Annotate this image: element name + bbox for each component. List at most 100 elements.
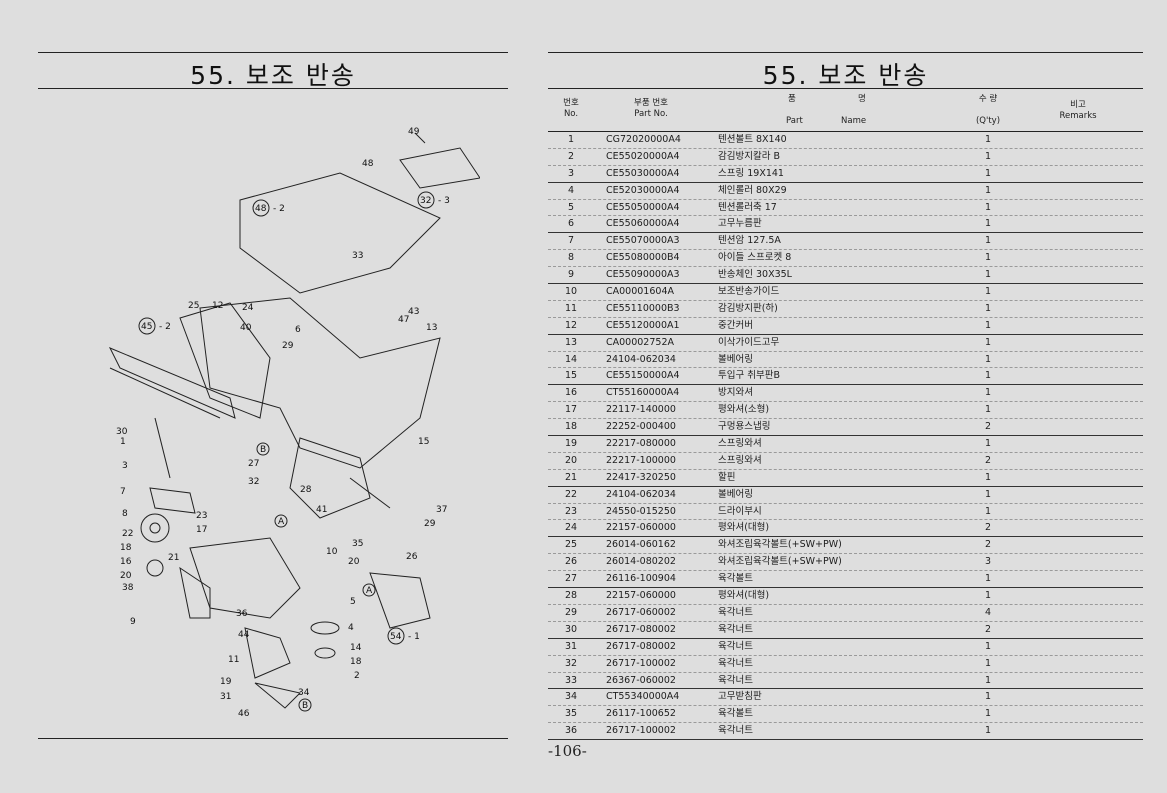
cell-part-name: 볼베어링 xyxy=(718,488,753,500)
rod-37 xyxy=(349,477,391,509)
callout-43: 43 xyxy=(408,307,419,317)
rail-edge xyxy=(109,367,221,419)
callout-5: 5 xyxy=(350,597,356,607)
cell-part-no: CE55050000A4 xyxy=(606,201,680,213)
roller-base xyxy=(314,647,336,659)
callout-24: 24 xyxy=(242,303,254,313)
cell-part-name: 스프링 19X141 xyxy=(718,167,784,179)
callout-dash-2a: - 2 xyxy=(273,204,285,214)
pin-49 xyxy=(414,132,426,144)
chain-roller xyxy=(310,621,340,635)
header-part-ko: 부품 번호 xyxy=(634,98,668,108)
cell-no: 17 xyxy=(564,404,578,416)
top-cover xyxy=(239,172,441,294)
cell-part-name: 육각너트 xyxy=(718,623,753,635)
cell-part-name: 반송체인 30X35L xyxy=(718,269,792,281)
cell-part-name: 육각볼트 xyxy=(718,573,753,585)
cell-qty: 1 xyxy=(984,201,992,213)
cell-part-name: 구멍용스냅링 xyxy=(718,421,771,433)
sprocket-hub xyxy=(149,522,161,534)
callout-47: 47 xyxy=(398,315,409,325)
cell-qty: 1 xyxy=(984,404,992,416)
callout-15: 15 xyxy=(418,437,429,447)
cell-part-name: 감김방지칼라 B xyxy=(718,150,780,162)
cell-qty: 2 xyxy=(984,454,992,466)
callout-22: 22 xyxy=(122,529,133,539)
cell-part-no: CE55030000A4 xyxy=(606,167,680,179)
cell-part-name: 와셔조립육각볼트(+SW+PW) xyxy=(718,556,842,568)
callout-6: 6 xyxy=(295,325,301,335)
cell-qty: 3 xyxy=(984,556,992,568)
cell-qty: 1 xyxy=(984,438,992,450)
cell-part-no: 22157-060000 xyxy=(606,590,676,602)
cell-part-no: CE55150000A4 xyxy=(606,370,680,382)
header-no-ko: 번호 xyxy=(563,98,579,108)
callout-40: 40 xyxy=(240,323,252,333)
cell-no: 13 xyxy=(564,336,578,348)
cell-no: 18 xyxy=(564,421,578,433)
cell-part-name: 방지와셔 xyxy=(718,387,753,399)
cell-qty: 1 xyxy=(984,235,992,247)
cell-part-name: 고무받침판 xyxy=(718,691,762,703)
callout-circle-45 xyxy=(138,317,156,335)
callout-49: 49 xyxy=(408,127,420,137)
cell-qty: 1 xyxy=(984,590,992,602)
callout-44: 44 xyxy=(238,630,250,640)
cell-qty: 4 xyxy=(984,606,992,618)
callout-23: 23 xyxy=(196,511,207,521)
guide-plate-13 xyxy=(199,297,441,469)
cell-part-name: 아이들 스프로켓 8 xyxy=(718,252,792,264)
lower-plate xyxy=(189,537,301,619)
callout-38: 38 xyxy=(122,583,134,593)
callout-circle-A-2 xyxy=(362,583,376,597)
callout-circle-54 xyxy=(387,627,405,645)
cell-no: 12 xyxy=(564,319,578,331)
cell-no: 7 xyxy=(567,235,575,247)
cell-qty: 1 xyxy=(984,286,992,298)
cell-part-name: 이삭가이드고무 xyxy=(718,336,780,348)
header-part-en: Part No. xyxy=(634,109,668,119)
callout-circle-B-2 xyxy=(298,698,312,712)
cell-no: 23 xyxy=(564,505,578,517)
callout-19: 19 xyxy=(220,677,232,687)
callout-28: 28 xyxy=(300,485,312,495)
callout-20-right: 20 xyxy=(348,557,360,567)
cell-part-no: 22117-140000 xyxy=(606,404,676,416)
cell-qty: 1 xyxy=(984,674,992,686)
cell-qty: 1 xyxy=(984,488,992,500)
callout-20: 20 xyxy=(120,571,132,581)
header-remarks: 비고 Remarks xyxy=(1048,100,1108,122)
callout-31: 31 xyxy=(220,692,231,702)
cell-part-name: 텐션롤러축 17 xyxy=(718,201,777,213)
left-page: 55. 보조 반송 xyxy=(0,0,540,793)
cell-part-no: 26014-080202 xyxy=(606,556,676,568)
callout-3: 3 xyxy=(122,461,128,471)
bracket-15 xyxy=(289,437,371,519)
cell-part-name: 텐션볼트 8X140 xyxy=(718,134,787,145)
cell-part-no: CE55070000A3 xyxy=(606,235,680,247)
callout-32: 32 xyxy=(248,477,259,487)
cell-part-no: 26367-060002 xyxy=(606,674,676,686)
title-rule xyxy=(38,88,508,89)
cell-no: 25 xyxy=(564,539,578,551)
header-name-en-2: Name xyxy=(841,116,867,126)
header-remarks-en: Remarks xyxy=(1059,111,1097,121)
cell-part-no: 26717-100002 xyxy=(606,657,676,669)
cell-qty: 2 xyxy=(984,623,992,635)
cell-no: 4 xyxy=(567,184,575,196)
title-rule xyxy=(548,88,1143,89)
callout-41: 41 xyxy=(316,505,327,515)
header-name-ko-2: 명 xyxy=(858,94,866,104)
callout-8: 8 xyxy=(122,509,128,519)
callout-37: 37 xyxy=(436,505,447,515)
cell-part-no: 22252-000400 xyxy=(606,421,676,433)
callout-7: 7 xyxy=(120,487,126,497)
callout-sub-48: 48 xyxy=(255,204,267,214)
